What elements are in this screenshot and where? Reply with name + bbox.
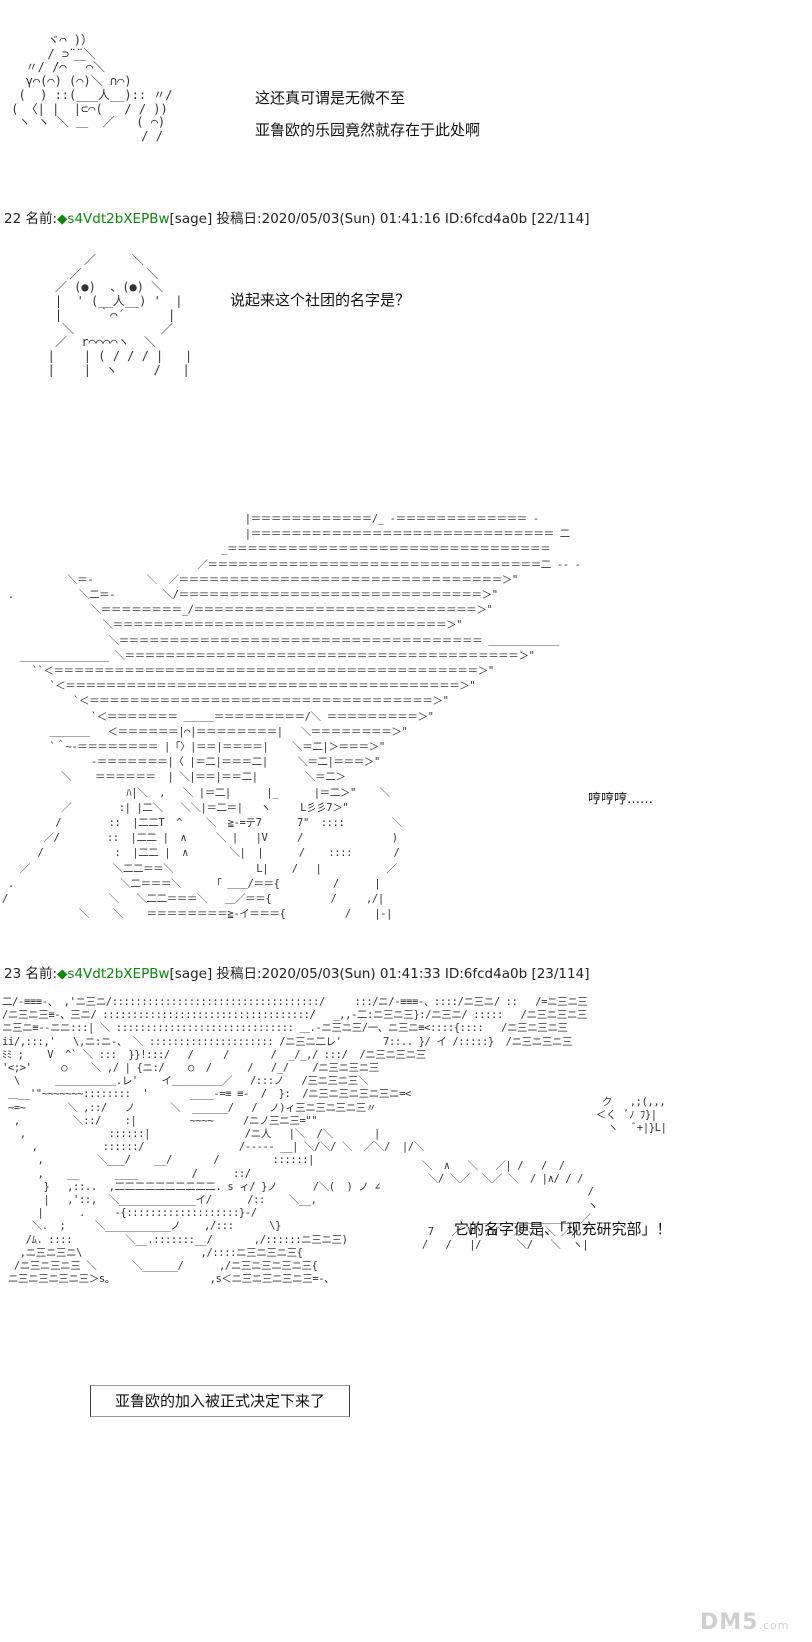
ascii-art-lines-right: ＼ ∧ ＼ ／| / / / ＼/ ＼／ ＼／ ＼ / |∧/ / / / ヽ … xyxy=(421,1160,598,1252)
date-label: 投稿日: xyxy=(216,211,262,227)
ascii-art-character-2: ／￣￣￣＼ ／ ＼ ／ (●) 、(●) ＼ | ' (__人__) ' | |… xyxy=(47,254,193,377)
post-count: [23/114] xyxy=(531,966,590,982)
dialogue-line-3: 说起来这个社团的名字是？ xyxy=(230,291,411,309)
post-date: 2020/05/03(Sun) 01:41:16 xyxy=(261,211,441,227)
dialogue-line-2: 亚鲁欧的乐园竟然就存在于此处啊 xyxy=(255,121,481,139)
poster-name-link[interactable]: ◆s4Vdt2bXEPBw xyxy=(57,211,170,227)
ascii-art-sfx-kanji: ク ,;(,,, ＜く ﾞﾉ ﾌ}| ヽ ﾞ+|}L| xyxy=(595,1096,667,1135)
mail-field: [sage] xyxy=(169,966,213,982)
poster-name-link[interactable]: ◆s4Vdt2bXEPBw xyxy=(57,966,170,982)
post-count: [22/114] xyxy=(531,211,590,227)
dialogue-shout: 它的名字便是、「现充研究部」！ xyxy=(454,1220,672,1238)
post-header-23: 23 名前:◆s4Vdt2bXEPBw[sage] 投稿日:2020/05/03… xyxy=(4,962,589,982)
poster-id: ID:6fcd4a0b xyxy=(444,211,528,227)
watermark-suffix: .com xyxy=(758,1619,790,1632)
watermark-logo: DM5 xyxy=(700,1610,759,1635)
post-date: 2020/05/03(Sun) 01:41:33 xyxy=(261,966,441,982)
name-label: 名前: xyxy=(25,966,58,982)
poster-id: ID:6fcd4a0b xyxy=(444,966,528,982)
ascii-art-big-face: |＝＝＝＝＝＝＝＝＝＝＝＝/_ -＝＝＝＝＝＝＝＝＝＝＝＝＝ - |＝＝＝＝＝＝… xyxy=(2,513,581,921)
caption-box: 亚鲁欧的加入被正式决定下来了 xyxy=(90,1385,350,1417)
dialogue-line-1: 这还真可谓是无微不至 xyxy=(255,89,406,107)
post-number: 23 xyxy=(4,966,22,982)
ascii-art-character-1: ヾ⌒ )） / ⊃¨¨＼ 〃/ /⌒ ￣⌒＼ γ⌒(⌒) (⌒)＼ ∩⌒) ( … xyxy=(11,34,173,143)
sfx-humming: 哼哼哼…… xyxy=(588,792,654,807)
date-label: 投稿日: xyxy=(216,966,262,982)
ascii-art-grin-face: 二/-≡≡≡-、 ,'ニ三ニ/:::::::::::::::::::::::::… xyxy=(2,996,588,1286)
name-label: 名前: xyxy=(25,211,58,227)
site-watermark: DM5.com xyxy=(700,1610,789,1635)
post-header-22: 22 名前:◆s4Vdt2bXEPBw[sage] 投稿日:2020/05/03… xyxy=(4,207,589,227)
mail-field: [sage] xyxy=(169,211,213,227)
post-number: 22 xyxy=(4,211,22,227)
